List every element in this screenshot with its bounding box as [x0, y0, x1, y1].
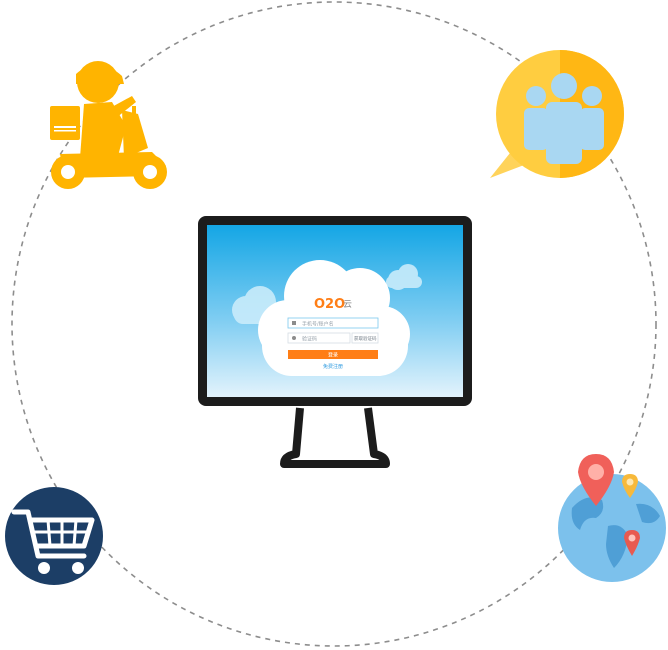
- username-placeholder: 手机号/账户名: [302, 321, 334, 328]
- username-field[interactable]: 手机号/账户名: [287, 317, 379, 329]
- sms-code-placeholder: 验证码: [302, 336, 317, 343]
- shopping-cart-icon: [5, 487, 103, 585]
- login-submit-label: 登录: [328, 352, 338, 359]
- get-sms-code-label: 获取验证码: [354, 335, 377, 342]
- globe-location-icon: [558, 454, 666, 582]
- register-link[interactable]: 免费注册: [323, 363, 343, 370]
- sms-code-field[interactable]: 验证码: [287, 332, 351, 344]
- delivery-scooter-icon: [50, 61, 167, 189]
- login-submit-button[interactable]: 登录: [288, 350, 378, 359]
- cloud-logo-glyph: 云: [343, 300, 352, 310]
- user-group-chat-icon: [490, 50, 624, 178]
- desktop-monitor: O2O 云 手机号/账户名 验证码 获取验证码 登录 免费注册: [196, 214, 474, 470]
- o2o-logo: O2O: [314, 297, 345, 312]
- get-sms-code-button[interactable]: 获取验证码: [351, 332, 379, 344]
